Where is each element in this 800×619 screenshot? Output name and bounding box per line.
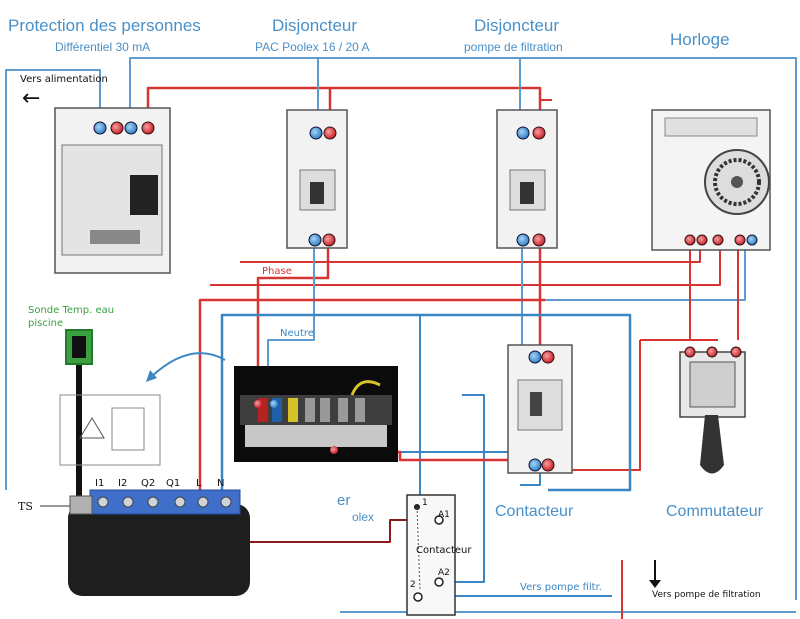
disj1-subtitle: PAC Poolex 16 / 20 A: [255, 40, 370, 54]
disjoncteur-pompe-device: [496, 109, 558, 249]
disj2-terminal-top-red: [532, 126, 546, 140]
blue-module-N: [220, 313, 632, 492]
curved-arrow: [149, 352, 226, 379]
disjoncteur-pac-device: [286, 109, 348, 249]
commutateur-device: [679, 346, 746, 474]
module-housing: [59, 394, 161, 466]
red-comm-down: [540, 340, 641, 471]
vers-alimentation-label: Vers alimentation: [20, 74, 108, 85]
disj1-terminal-bot-blue: [308, 233, 322, 247]
differentiel-device: [54, 107, 171, 274]
contacteur-terminal-top-red: [541, 350, 555, 364]
horloge-terminal-1: [684, 234, 696, 246]
commutateur-terminal-1: [684, 346, 696, 358]
terminal-i2: I2: [118, 478, 128, 489]
protection-subtitle: Différentiel 30 mA: [55, 40, 151, 54]
disj2-terminal-bot-blue: [516, 233, 530, 247]
diff-terminal-3: [124, 121, 138, 135]
disj1-terminal-top-red: [323, 126, 337, 140]
contacteur-device: [507, 344, 573, 474]
contacteur-box: [406, 494, 456, 616]
disj2-terminal-bot-red: [532, 233, 546, 247]
disj1-terminal-bot-red: [322, 233, 336, 247]
commutateur-terminal-2: [706, 346, 718, 358]
pin-2-label: 2: [410, 580, 416, 590]
disj2-terminal-top-blue: [516, 126, 530, 140]
horloge-title: Horloge: [670, 30, 730, 49]
horloge-terminal-4: [734, 234, 746, 246]
blue-to-contacteur-box: [405, 314, 421, 505]
module-body: [68, 489, 250, 596]
partial-text-top: er: [337, 492, 351, 509]
horloge-device: [651, 109, 771, 251]
diff-terminal-1: [93, 121, 107, 135]
red-to-horloge: [539, 88, 552, 101]
horloge-terminal-3: [712, 234, 724, 246]
vers-pompe-filtration-label: Vers pompe de filtration: [652, 590, 761, 600]
terminal-q1: Q1: [166, 478, 181, 489]
disj2-title: Disjoncteur: [474, 16, 560, 35]
disj1-terminal-top-blue: [309, 126, 323, 140]
curved-arrow-head: [146, 370, 157, 382]
red-top-main: [146, 86, 542, 122]
commutateur-title: Commutateur: [666, 503, 763, 520]
phase-wire: [256, 246, 330, 400]
neutre-label: Neutre: [280, 328, 314, 339]
contacteur-terminal-top-blue: [528, 350, 542, 364]
pin-a1-label: A1: [438, 510, 450, 520]
ts-label: TS: [18, 500, 33, 513]
blue-a2: [440, 394, 485, 583]
contacteur-terminal-bot-blue: [528, 458, 542, 472]
pin-1-label: 1: [422, 498, 428, 508]
terminal-l: L: [196, 478, 202, 489]
disj2-subtitle: pompe de filtration: [464, 40, 563, 54]
left-arrow-icon: ←: [22, 86, 41, 111]
protection-title: Protection des personnes: [8, 16, 201, 35]
diff-terminal-2: [110, 121, 124, 135]
outer-blue-wire-left: [5, 69, 101, 490]
disj1-title: Disjoncteur: [272, 16, 358, 35]
sonde-label-line2: piscine: [28, 318, 64, 329]
horloge-terminal-5: [746, 234, 758, 246]
diff-terminal-4: [141, 121, 155, 135]
terminal-n: N: [217, 478, 225, 489]
terminal-q2: Q2: [141, 478, 156, 489]
sonde-label-line1: Sonde Temp. eau: [28, 305, 115, 316]
blue-contacteur-right: [520, 470, 541, 486]
blue-top-main: [129, 57, 797, 600]
contacteur-terminal-bot-red: [541, 458, 555, 472]
blue-horloge: [540, 238, 746, 301]
red-horloge-2: [210, 238, 721, 286]
terminal-block-photo: [234, 366, 398, 462]
vers-pompe-filtr-label: Vers pompe filtr.: [520, 582, 602, 593]
partial-text-bottom: olex: [352, 510, 375, 524]
pin-a2-label: A2: [438, 568, 450, 578]
contacteur-title: Contacteur: [495, 503, 574, 520]
red-module-L: [198, 298, 545, 490]
contacteur-box-label: Contacteur: [416, 545, 472, 556]
phase-label: Phase: [262, 266, 292, 277]
horloge-terminal-2: [696, 234, 708, 246]
terminal-i1: I1: [95, 478, 105, 489]
wires: [5, 57, 797, 619]
commutateur-terminal-3: [730, 346, 742, 358]
